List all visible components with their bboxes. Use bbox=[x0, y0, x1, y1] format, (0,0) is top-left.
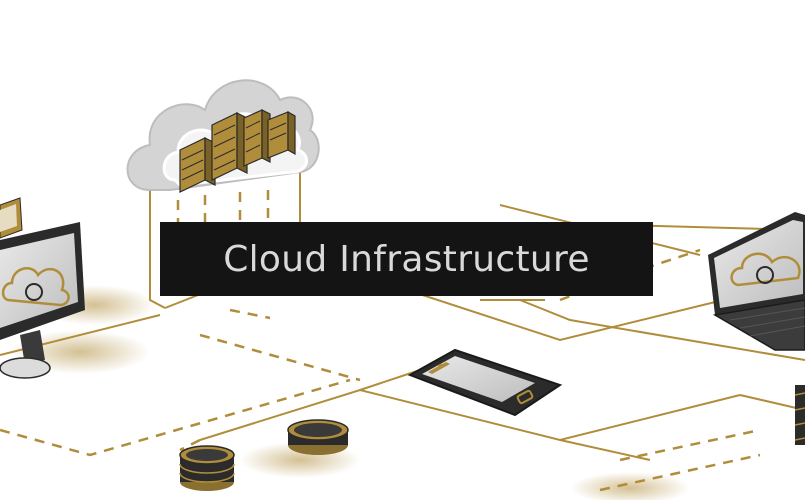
smartphone-icon bbox=[407, 348, 563, 417]
desktop-monitor-icon bbox=[0, 197, 85, 379]
banner-title: Cloud Infrastructure bbox=[223, 238, 590, 280]
glow-spots bbox=[10, 285, 805, 500]
database-disk-icon bbox=[179, 385, 805, 491]
title-banner: Cloud Infrastructure bbox=[160, 222, 653, 296]
cloud-server-icon bbox=[126, 79, 320, 193]
laptop-icon bbox=[708, 212, 805, 351]
dashed-connection-lines bbox=[0, 190, 761, 492]
